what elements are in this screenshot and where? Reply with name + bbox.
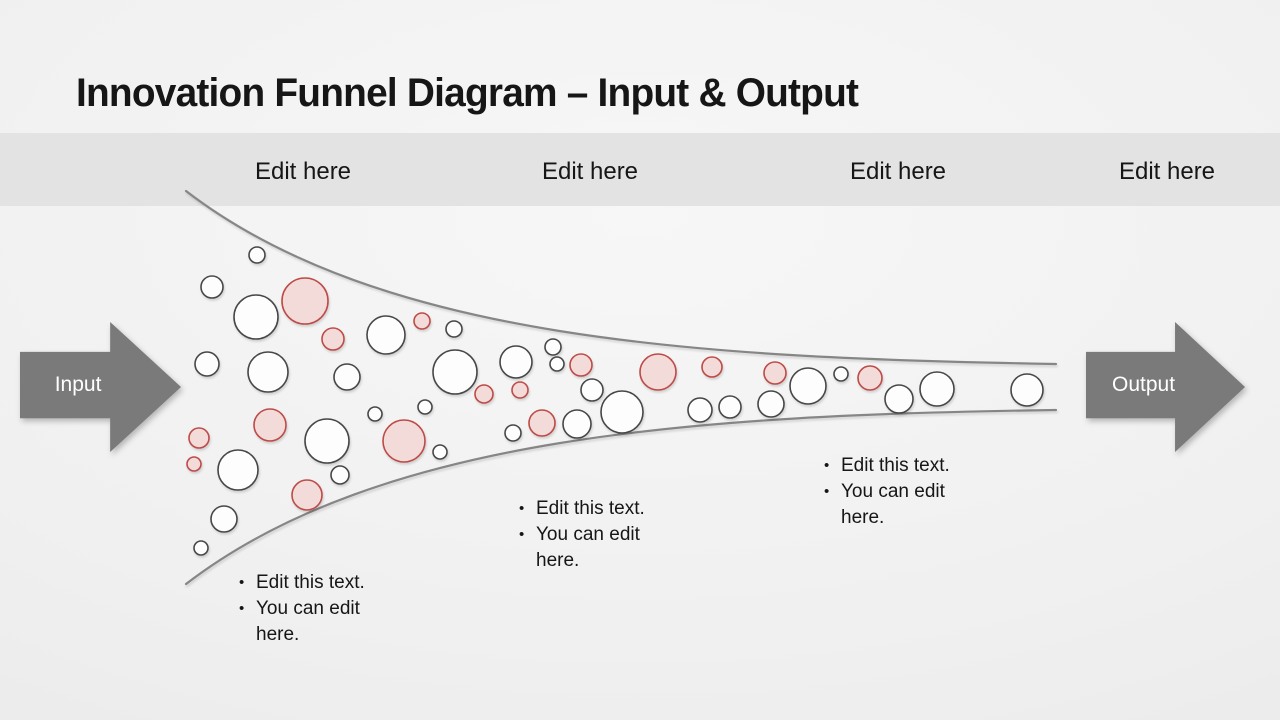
note-block-3[interactable]: • Edit this text. • You can edit here. xyxy=(824,453,962,531)
idea-bubble-white[interactable] xyxy=(200,275,224,299)
idea-bubble-pink[interactable] xyxy=(382,419,426,463)
idea-bubble-pink[interactable] xyxy=(186,456,202,472)
note-block-2[interactable]: • Edit this text. • You can edit here. xyxy=(519,496,657,574)
idea-bubble-white[interactable] xyxy=(1010,373,1044,407)
idea-bubble-white[interactable] xyxy=(562,409,592,439)
note-item: • Edit this text. xyxy=(239,570,377,596)
funnel-upper-curve xyxy=(184,189,1058,366)
output-arrow-label: Output xyxy=(1112,373,1176,397)
idea-bubble-white[interactable] xyxy=(417,399,433,415)
input-arrow[interactable]: Input xyxy=(20,322,181,452)
idea-bubble-pink[interactable] xyxy=(639,353,677,391)
idea-bubble-pink[interactable] xyxy=(511,381,529,399)
idea-bubble-white[interactable] xyxy=(432,349,478,395)
idea-bubble-white[interactable] xyxy=(248,246,266,264)
idea-bubble-white[interactable] xyxy=(304,418,350,464)
idea-bubble-pink[interactable] xyxy=(281,277,329,325)
idea-bubble-white[interactable] xyxy=(600,390,644,434)
idea-bubble-pink[interactable] xyxy=(474,384,494,404)
note-block-1[interactable]: • Edit this text. • You can edit here. xyxy=(239,570,377,648)
idea-bubble-white[interactable] xyxy=(757,390,785,418)
note-item: • Edit this text. xyxy=(824,453,962,479)
idea-bubble-pink[interactable] xyxy=(857,365,883,391)
idea-bubble-white[interactable] xyxy=(884,384,914,414)
idea-bubble-pink[interactable] xyxy=(528,409,556,437)
idea-bubble-pink[interactable] xyxy=(321,327,345,351)
note-item-text: You can edit here. xyxy=(841,481,945,528)
note-item: • You can edit here. xyxy=(239,596,377,648)
note-item-text: Edit this text. xyxy=(841,455,950,476)
idea-bubble-pink[interactable] xyxy=(291,479,323,511)
bullet-icon: • xyxy=(239,600,245,617)
idea-bubble-white[interactable] xyxy=(333,363,361,391)
note-item-text: You can edit here. xyxy=(256,598,360,645)
idea-bubble-white[interactable] xyxy=(499,345,533,379)
stage-band: Edit here Edit here Edit here Edit here xyxy=(0,133,1280,206)
idea-bubble-pink[interactable] xyxy=(253,408,287,442)
note-item: • Edit this text. xyxy=(519,496,657,522)
idea-bubble-white[interactable] xyxy=(194,351,220,377)
stage-label-4[interactable]: Edit here xyxy=(1118,157,1216,185)
page-title: Innovation Funnel Diagram – Input & Outp… xyxy=(76,70,859,115)
idea-bubble-white[interactable] xyxy=(833,366,849,382)
bullet-icon: • xyxy=(519,526,525,543)
idea-bubble-white[interactable] xyxy=(217,449,259,491)
idea-bubble-white[interactable] xyxy=(247,351,289,393)
output-arrow[interactable]: Output xyxy=(1086,322,1245,452)
idea-bubble-white[interactable] xyxy=(718,395,742,419)
stage-label-3[interactable]: Edit here xyxy=(849,157,947,185)
idea-bubble-white[interactable] xyxy=(366,315,406,355)
input-arrow-label: Input xyxy=(54,373,102,397)
bullet-icon: • xyxy=(519,500,525,517)
idea-bubble-white[interactable] xyxy=(544,338,562,356)
idea-bubble-pink[interactable] xyxy=(701,356,723,378)
idea-bubble-white[interactable] xyxy=(504,424,522,442)
stage-label-1[interactable]: Edit here xyxy=(254,157,352,185)
idea-bubble-white[interactable] xyxy=(687,397,713,423)
idea-bubble-pink[interactable] xyxy=(763,361,787,385)
note-item-text: You can edit here. xyxy=(536,524,640,571)
idea-bubble-white[interactable] xyxy=(330,465,350,485)
note-item: • You can edit here. xyxy=(824,479,962,531)
idea-bubble-white[interactable] xyxy=(432,444,448,460)
idea-bubble-pink[interactable] xyxy=(569,353,593,377)
idea-bubble-white[interactable] xyxy=(445,320,463,338)
bullet-icon: • xyxy=(239,574,245,591)
idea-bubbles xyxy=(186,246,1044,556)
note-item-text: Edit this text. xyxy=(536,498,645,519)
idea-bubble-pink[interactable] xyxy=(188,427,210,449)
idea-bubble-white[interactable] xyxy=(210,505,238,533)
idea-bubble-white[interactable] xyxy=(919,371,955,407)
note-item: • You can edit here. xyxy=(519,522,657,574)
idea-bubble-white[interactable] xyxy=(193,540,209,556)
idea-bubble-white[interactable] xyxy=(367,406,383,422)
idea-bubble-white[interactable] xyxy=(549,356,565,372)
funnel-lower-curve xyxy=(184,408,1058,586)
bullet-icon: • xyxy=(824,483,830,500)
idea-bubble-white[interactable] xyxy=(233,294,279,340)
idea-bubble-pink[interactable] xyxy=(413,312,431,330)
idea-bubble-white[interactable] xyxy=(789,367,827,405)
bullet-icon: • xyxy=(824,457,830,474)
stage-label-2[interactable]: Edit here xyxy=(541,157,639,185)
note-item-text: Edit this text. xyxy=(256,572,365,593)
idea-bubble-white[interactable] xyxy=(580,378,604,402)
